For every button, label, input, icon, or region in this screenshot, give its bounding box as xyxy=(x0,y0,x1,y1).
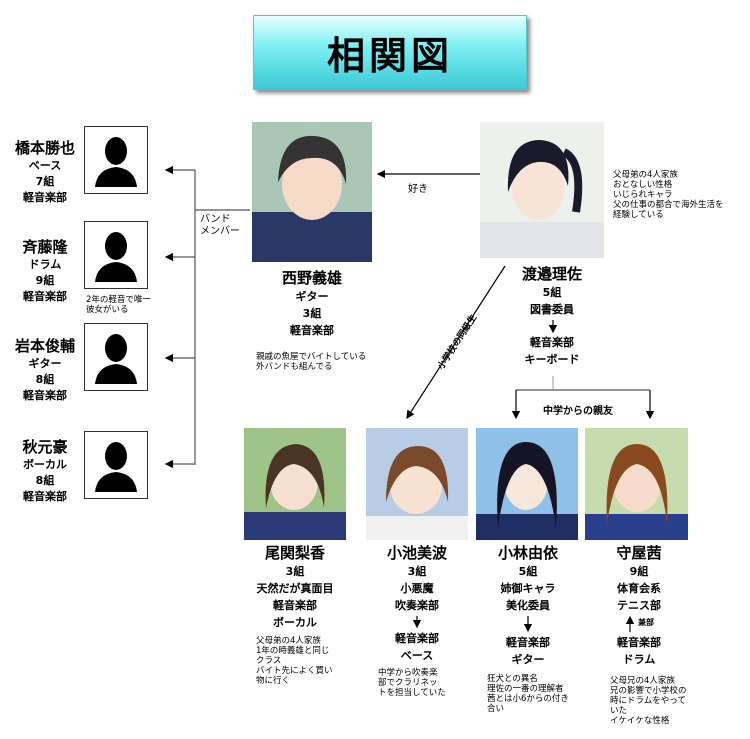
character-info: テニス部 xyxy=(617,599,661,612)
nishino-note: 親戚の魚屋でバイトしている 外バンドも組んでる xyxy=(256,352,367,372)
member-name: 秋元豪 xyxy=(22,438,68,456)
character-info: 小悪魔 xyxy=(400,582,434,595)
character-info: 軽音楽部 xyxy=(617,636,661,649)
character-role: キーボード xyxy=(524,353,580,366)
character-name: 守屋茜 xyxy=(616,544,662,562)
character-info: ギター xyxy=(511,653,545,666)
character-info: ボーカル xyxy=(273,616,317,629)
member-class: 7組 xyxy=(35,175,55,188)
character-name: 渡邉理佐 xyxy=(521,265,582,283)
member-club: 軽音楽部 xyxy=(23,191,67,204)
character-class: 3組 xyxy=(302,307,322,320)
member-iwamoto: 岩本俊輔 ギター 8組 軽音楽部 xyxy=(5,336,85,404)
ozeki-note: 父母弟の4人家族 1年の時義雄と同じ クラス バイト先によく買い 物に行く xyxy=(256,636,333,686)
character-name: 小池美波 xyxy=(386,544,447,562)
member-role: ベース xyxy=(28,159,62,172)
watanabe-note: 父母弟の4人家族 おとなしい性格 いじられキャラ 父の仕事の都合で海外生活を 経… xyxy=(613,170,724,220)
member-role: ボーカル xyxy=(23,458,67,471)
silhouette-icon xyxy=(84,126,148,194)
member-name: 斉藤隆 xyxy=(22,238,68,256)
character-committee: 図書委員 xyxy=(530,303,574,316)
dual-club-label: 兼部 xyxy=(638,618,654,627)
watanabe-portrait xyxy=(480,122,604,258)
member-akimoto: 秋元豪 ボーカル 8組 軽音楽部 xyxy=(5,437,85,505)
member-hashimoto: 橋本勝也 ベース 7組 軽音楽部 xyxy=(5,138,85,206)
member-class: 8組 xyxy=(35,474,55,487)
silhouette-icon xyxy=(84,323,148,391)
ozeki-profile: 尾関梨香 3組 天然だが真面目 軽音楽部 ボーカル xyxy=(236,543,354,631)
character-info: ドラム xyxy=(622,653,656,666)
character-name: 尾関梨香 xyxy=(264,544,325,562)
member-club: 軽音楽部 xyxy=(23,490,67,503)
member-club: 軽音楽部 xyxy=(23,290,67,303)
character-info: 美化委員 xyxy=(506,599,550,612)
character-info: 吹奏楽部 xyxy=(395,599,439,612)
moriya-note: 父母兄の4人家族 兄の影響で小学校の 時にドラムをやって いた イケイケな性格 xyxy=(610,676,687,726)
character-info: 軽音楽部 xyxy=(273,599,317,612)
member-role: ドラム xyxy=(28,258,62,271)
character-info: 9組 xyxy=(629,565,649,578)
friends-label: 中学からの親友 xyxy=(543,406,613,417)
silhouette-icon xyxy=(84,221,148,289)
member-saito: 斉藤隆 ドラム 9組 軽音楽部 xyxy=(5,237,85,305)
band-member-label: バンド メンバー xyxy=(200,214,240,237)
kobayashi-profile: 小林由依 5組 姉御キャラ 美化委員 軽音楽部 ギター xyxy=(474,543,582,668)
moriya-portrait xyxy=(585,428,688,540)
koike-profile: 小池美波 3組 小悪魔 吹奏楽部 軽音楽部 ベース xyxy=(362,543,472,664)
character-info: 姉御キャラ xyxy=(500,582,556,595)
title-banner: 相関図 xyxy=(253,15,527,90)
character-info: 体育会系 xyxy=(617,582,661,595)
character-info: ベース xyxy=(400,649,434,662)
watanabe-profile: 渡邉理佐 5組 図書委員 軽音楽部 キーボード xyxy=(493,264,611,368)
member-note: 2年の軽音で唯一 彼女がいる xyxy=(86,295,151,315)
character-info: 3組 xyxy=(285,565,305,578)
character-name: 小林由依 xyxy=(497,544,558,562)
member-name: 岩本俊輔 xyxy=(14,337,75,355)
kobayashi-portrait xyxy=(476,428,578,540)
moriya-profile: 守屋茜 9組 体育会系 テニス部 軽音楽部 ドラム xyxy=(584,543,694,668)
character-info: 軽音楽部 xyxy=(395,632,439,645)
character-club: 軽音楽部 xyxy=(290,324,334,337)
member-name: 橋本勝也 xyxy=(14,139,75,157)
member-club: 軽音楽部 xyxy=(23,389,67,402)
character-info: 3組 xyxy=(407,565,427,578)
character-class: 5組 xyxy=(542,286,562,299)
character-role: ギター xyxy=(295,290,329,303)
member-role: ギター xyxy=(28,357,62,370)
character-info: 天然だが真面目 xyxy=(256,582,334,595)
ozeki-portrait xyxy=(244,428,346,540)
title: 相関図 xyxy=(326,33,453,78)
kobayashi-note: 狂犬との異名 理佐の一番の理解者 茜とは小6からの付き 合い xyxy=(487,674,569,714)
classmate-arrow xyxy=(406,265,506,420)
like-label: 好き xyxy=(408,184,428,195)
character-club: 軽音楽部 xyxy=(530,336,574,349)
nishino-profile: 西野義雄 ギター 3組 軽音楽部 xyxy=(252,268,372,339)
character-info: 軽音楽部 xyxy=(506,636,550,649)
character-info: 5組 xyxy=(518,565,538,578)
member-class: 9組 xyxy=(35,274,55,287)
character-name: 西野義雄 xyxy=(281,269,342,287)
koike-portrait xyxy=(366,428,468,540)
silhouette-icon xyxy=(84,431,148,499)
nishino-portrait xyxy=(252,122,372,262)
member-class: 8組 xyxy=(35,373,55,386)
koike-note: 中学から吹奏楽 部でクラリネッ トを担当していた xyxy=(378,668,446,698)
